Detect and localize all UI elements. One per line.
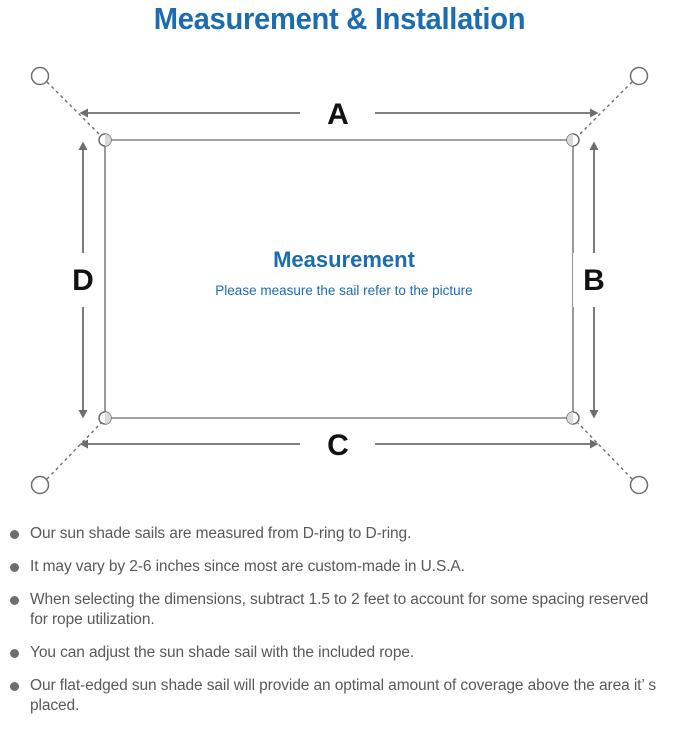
diagram-center-title: Measurement [273,247,416,272]
d-ring-fill-top-left [105,134,111,146]
note-text: It may vary by 2-6 inches since most are… [30,558,465,575]
bullet-icon [10,596,19,605]
rope-lines [46,81,633,480]
sail-d-rings [98,133,580,425]
list-item: Our flat-edged sun shade sail will provi… [0,676,679,716]
rope-line-top-right [577,81,633,137]
note-text: When selecting the dimensions, subtract … [30,591,649,628]
dimension-b-label: B [583,264,605,297]
dimension-c-label: C [327,429,349,462]
bullet-icon [10,649,19,658]
dimension-d-label: D [72,264,94,297]
list-item: When selecting the dimensions, subtract … [0,590,679,630]
anchor-ring-top-right [629,66,649,86]
d-ring-fill-bottom-right [567,412,573,424]
sail-outline [104,139,574,419]
list-item: You can adjust the sun shade sail with t… [0,643,679,663]
rope-line-bottom-left [46,422,102,480]
rope-line-bottom-right [577,422,633,480]
note-text: Our flat-edged sun shade sail will provi… [30,677,656,714]
list-item: It may vary by 2-6 inches since most are… [0,557,679,577]
anchor-ring-top-left [30,66,50,86]
page-title: Measurement & Installation [153,1,526,36]
diagram-center-subtitle: Please measure the sail refer to the pic… [215,283,472,298]
anchor-ring-bottom-left [30,475,50,495]
sail-d-ring-fills [105,134,573,424]
d-ring-fill-bottom-left [105,412,111,424]
dimension-b-label-bg [573,253,615,307]
bullet-icon [10,563,19,572]
note-text: You can adjust the sun shade sail with t… [30,644,415,661]
anchor-rings [30,66,649,495]
list-item: Our sun shade sails are measured from D-… [0,524,679,544]
measurement-diagram: A C D B Measurement Please measure the s… [0,48,679,518]
note-text: Our sun shade sails are measured from D-… [30,525,412,542]
dimension-a-label-bg [318,92,360,134]
bullet-icon [10,682,19,691]
d-ring-fill-top-right [567,134,573,146]
dimension-c-label-bg [318,423,360,465]
dimension-a-label: A [327,98,349,131]
notes-list: Our sun shade sails are measured from D-… [0,524,679,729]
rope-line-top-left [46,81,102,137]
dimension-d-label-bg [62,253,104,307]
anchor-ring-bottom-right [629,475,649,495]
bullet-icon [10,530,19,539]
